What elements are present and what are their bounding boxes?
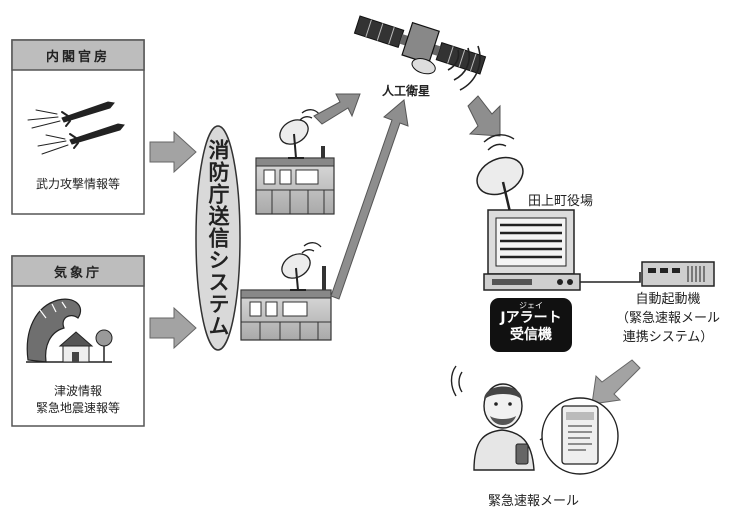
j-alert-receiver-rack <box>483 209 581 291</box>
auto-starter-line-1: 自動起動機 <box>635 292 701 307</box>
emergency-mail-label: 緊急速報メール <box>488 494 580 509</box>
tsunami-icon <box>26 298 113 363</box>
auto-starter-line-3: 連携システム） <box>622 330 714 345</box>
arrow-starter-to-mail <box>591 359 641 405</box>
fdma-system-oval <box>195 125 241 351</box>
town-office-label: 田上町役場 <box>528 194 594 209</box>
receiving-dish-icon <box>476 134 524 214</box>
arrow-jma-to-fdma <box>149 306 197 350</box>
cabinet-caption: 武力攻撃情報等 <box>12 176 144 193</box>
jma-caption-line-1: 津波情報 <box>53 384 102 398</box>
auto-starter-unit <box>641 261 715 287</box>
receiver-line-2: 受信機 <box>510 327 552 343</box>
mail-screen-bubble-icon <box>541 397 619 475</box>
cabinet-caption-line: 武力攻撃情報等 <box>35 177 120 191</box>
receiver-line-1: Jアラート <box>500 310 562 326</box>
auto-starter-label: 自動起動機 （緊急速報メール 連携システム） <box>598 290 738 347</box>
satellite-signal-icon <box>447 45 481 91</box>
arrow-lower-station-to-satellite <box>330 99 409 300</box>
cabinet-header: 内閣官房 <box>45 49 110 65</box>
j-alert-receiver-label: ジェイ Jアラート 受信機 <box>490 298 572 352</box>
transmit-station-upper <box>255 109 335 215</box>
transmit-station-lower <box>240 242 332 341</box>
missile-icon <box>27 101 125 155</box>
arrow-upper-station-to-satellite <box>313 93 361 125</box>
arrow-satellite-to-town <box>467 95 501 137</box>
jma-header: 気象庁 <box>53 265 102 281</box>
fdma-system-label: 消防庁送信システム <box>206 139 230 337</box>
person-with-phone-icon <box>450 365 553 471</box>
satellite-label: 人工衛星 <box>382 84 431 98</box>
jma-caption-line-2: 緊急地震速報等 <box>35 401 120 415</box>
auto-starter-line-2: （緊急速報メール <box>615 311 720 326</box>
arrow-cabinet-to-fdma <box>149 130 197 174</box>
fdma-system-label-wrap: 消防庁送信システム <box>196 126 240 350</box>
receiver-to-starter-cable <box>580 272 641 283</box>
receiver-ruby: ジェイ <box>519 301 543 310</box>
jma-caption: 津波情報 緊急地震速報等 <box>12 383 144 417</box>
satellite-icon <box>353 15 487 75</box>
